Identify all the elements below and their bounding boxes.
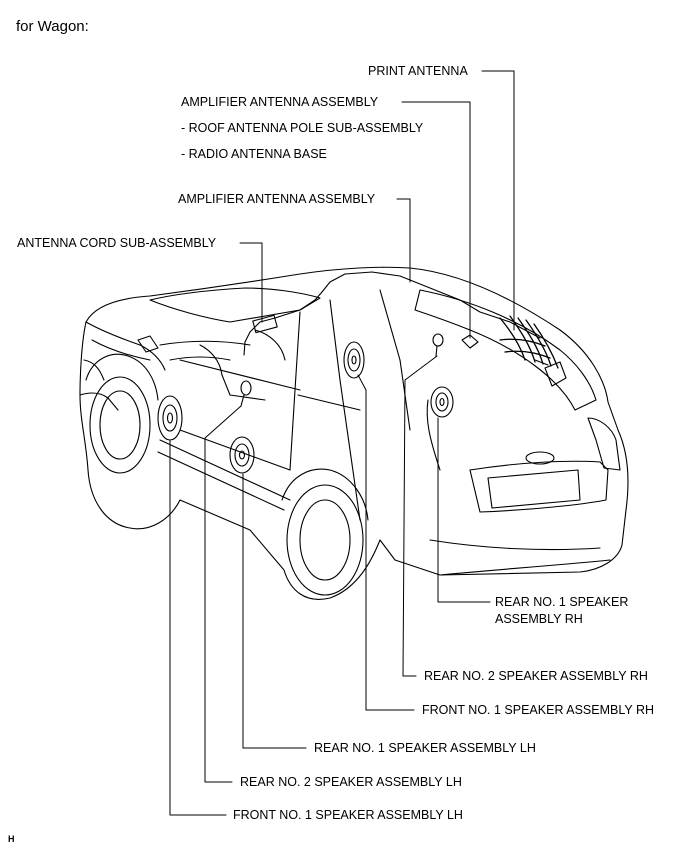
amp-antenna-unit xyxy=(544,361,567,387)
c-pillar xyxy=(329,299,361,521)
car-body xyxy=(79,266,629,600)
label-amp-antenna-2: AMPLIFIER ANTENNA ASSEMBLY xyxy=(178,192,376,206)
b-pillar xyxy=(289,311,301,471)
label-rear1-lh: REAR NO. 1 SPEAKER ASSEMBLY LH xyxy=(314,741,536,755)
rear-no2-speaker-lh xyxy=(240,380,252,407)
windshield xyxy=(149,287,321,323)
label-rear1-rh-line1: REAR NO. 1 SPEAKER xyxy=(495,595,629,609)
label-rear2-rh: REAR NO. 2 SPEAKER ASSEMBLY RH xyxy=(424,669,648,683)
dashboard xyxy=(159,340,251,346)
antenna-cabling xyxy=(243,271,567,387)
label-amp-antenna-1: AMPLIFIER ANTENNA ASSEMBLY xyxy=(181,95,379,109)
car-outline xyxy=(79,266,629,600)
front-seat xyxy=(199,344,266,401)
rear-no1-speaker-lh xyxy=(229,436,255,474)
front-speaker-rh xyxy=(343,341,365,379)
rear-wheel xyxy=(286,484,364,596)
speakers xyxy=(157,333,454,474)
label-front1-lh: FRONT NO. 1 SPEAKER ASSEMBLY LH xyxy=(233,808,463,822)
label-roof-antenna-pole: - ROOF ANTENNA POLE SUB-ASSEMBLY xyxy=(181,121,424,135)
rear-no1-speaker-rh xyxy=(430,386,454,418)
leader-antenna-cord xyxy=(239,242,263,323)
diagram-title: for Wagon: xyxy=(16,18,89,35)
leader-amp-antenna-2 xyxy=(396,198,411,283)
rear-bumper xyxy=(429,539,601,551)
antenna-base xyxy=(461,334,479,349)
leader-rear2-lh xyxy=(204,405,242,783)
leader-front1-lh xyxy=(169,439,227,816)
leader-print-antenna xyxy=(481,70,515,331)
front-wheel xyxy=(89,376,151,474)
roof-cable xyxy=(314,271,541,339)
front-speaker-lh xyxy=(157,395,183,441)
side-mirror xyxy=(137,335,159,353)
leader-rear2-rh xyxy=(402,355,438,677)
tailgate xyxy=(469,460,609,513)
rear-no2-speaker-rh xyxy=(432,333,444,357)
antenna-cord-box xyxy=(252,314,278,334)
rocker-panel xyxy=(159,439,291,501)
leader-rear1-rh xyxy=(437,417,491,603)
label-antenna-cord: ANTENNA CORD SUB-ASSEMBLY xyxy=(17,236,217,250)
leader-amp-antenna-1 xyxy=(401,101,471,339)
leader-front1-rh xyxy=(357,374,415,711)
rear-emblem xyxy=(525,451,555,465)
leader-rear1-lh xyxy=(242,473,307,749)
license-plate xyxy=(487,469,581,509)
print-antenna-grid xyxy=(499,315,559,369)
label-rear1-rh-line2: ASSEMBLY RH xyxy=(495,612,583,626)
tail-lamp xyxy=(587,417,621,471)
label-front1-rh: FRONT NO. 1 SPEAKER ASSEMBLY RH xyxy=(422,703,655,717)
figure-code: H xyxy=(8,834,15,844)
label-radio-antenna-base: - RADIO ANTENNA BASE xyxy=(181,147,327,161)
front-bumper xyxy=(79,392,119,411)
cord-to-amp xyxy=(243,321,261,356)
label-rear2-lh: REAR NO. 2 SPEAKER ASSEMBLY LH xyxy=(240,775,462,789)
rear-glass xyxy=(414,289,597,411)
hood xyxy=(85,321,166,371)
leader-lines xyxy=(169,70,515,816)
label-print-antenna: PRINT ANTENNA xyxy=(368,64,468,78)
